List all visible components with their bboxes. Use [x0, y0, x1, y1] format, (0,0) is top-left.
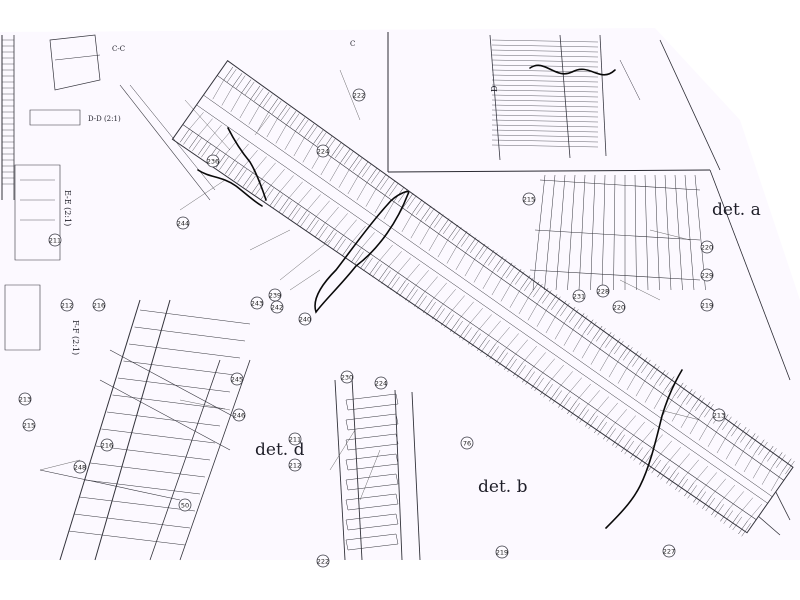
part-number-text: 229	[701, 271, 713, 279]
marker-line-1	[227, 127, 267, 201]
part-number-callout: 242	[270, 300, 284, 314]
part-number-callout: 228	[596, 284, 610, 298]
part-number-callout: 227	[662, 544, 676, 558]
part-number-callout: 220	[700, 240, 714, 254]
part-number-text: 219	[701, 301, 713, 309]
det-b-drawing	[334, 377, 421, 561]
detail-label-d: det. d	[255, 440, 305, 460]
section-label-d: D	[490, 85, 499, 92]
part-number-callout: 212	[60, 298, 74, 312]
part-number-callout: 212	[288, 458, 302, 472]
part-number-text: 224	[375, 379, 387, 387]
section-label-ff: F-F (2:1)	[71, 320, 80, 356]
marker-strokes	[197, 64, 683, 529]
part-number-text: 222	[317, 557, 329, 565]
part-number-text: 211	[49, 236, 61, 244]
part-number-text: 211	[289, 435, 301, 443]
part-number-callout: 236	[206, 154, 220, 168]
part-number-callout: 222	[352, 88, 366, 102]
keel-drawing	[171, 60, 795, 537]
section-label-c: C	[350, 40, 356, 48]
part-number-text: 228	[597, 287, 609, 295]
part-number-callout: 216	[92, 298, 106, 312]
part-number-callout: 244	[176, 216, 190, 230]
part-number-callout: 240	[298, 312, 312, 326]
section-label-dd: D-D (2:1)	[88, 115, 121, 123]
part-number-callout: 230	[340, 370, 354, 384]
section-label-ee: E-E (2:1)	[63, 190, 72, 227]
part-number-callout: 211	[48, 233, 62, 247]
part-number-text: 76	[463, 439, 471, 447]
part-number-text: 231	[573, 292, 585, 300]
part-number-text: 242	[271, 303, 283, 311]
leader-lines	[39, 69, 701, 501]
part-number-text: 50	[181, 501, 189, 509]
part-number-callout: 211	[288, 432, 302, 446]
section-label-cc: C-C	[112, 45, 126, 53]
part-number-text: 245	[231, 375, 243, 383]
part-number-callout: 220	[612, 300, 626, 314]
part-number-text: 236	[207, 157, 219, 165]
part-number-callout: 229	[700, 268, 714, 282]
part-number-text: 243	[251, 299, 263, 307]
part-number-text: 219	[496, 548, 508, 556]
part-number-callout: 76	[460, 436, 474, 450]
part-number-callout: 213	[18, 392, 32, 406]
detail-label-a: det. a	[712, 200, 761, 220]
marker-line-2	[197, 169, 263, 207]
part-number-text: 240	[299, 315, 311, 323]
part-number-callout: 246	[232, 408, 246, 422]
part-number-text: 246	[233, 411, 245, 419]
part-number-text: 220	[613, 303, 625, 311]
detail-label-b: det. b	[478, 477, 528, 497]
part-number-callout: 213	[712, 408, 726, 422]
part-number-text: 230	[341, 373, 353, 381]
part-number-callout: 224	[374, 376, 388, 390]
part-number-callout: 231	[572, 289, 586, 303]
part-number-text: 213	[713, 411, 725, 419]
marker-wave	[529, 64, 616, 76]
part-number-text: 212	[61, 301, 73, 309]
part-number-callout: 243	[250, 296, 264, 310]
part-number-text: 227	[663, 547, 675, 555]
top-frame-detail	[489, 34, 641, 161]
marker-loop	[314, 190, 410, 314]
part-number-callout: 216	[100, 438, 114, 452]
top-frame-panel	[387, 32, 791, 381]
part-number-text: 213	[19, 395, 31, 403]
part-number-callout: 215	[522, 192, 536, 206]
part-number-callout: 248	[73, 460, 87, 474]
part-number-text: 220	[701, 243, 713, 251]
part-number-callout: 219	[700, 298, 714, 312]
part-number-callout: 222	[316, 554, 330, 568]
left-rib-drawing	[39, 299, 251, 561]
part-number-text: 212	[289, 461, 301, 469]
part-number-callout: 219	[495, 545, 509, 559]
part-number-text: 215	[23, 421, 35, 429]
part-number-text: 244	[177, 219, 189, 227]
part-number-text: 216	[101, 441, 113, 449]
part-number-text: 216	[93, 301, 105, 309]
marker-line-3	[605, 369, 683, 529]
part-number-text: 248	[74, 463, 86, 471]
part-number-text: 224	[317, 147, 329, 155]
part-number-text: 239	[269, 291, 281, 299]
part-number-callout: 215	[22, 418, 36, 432]
paper-sheet	[0, 28, 800, 560]
part-number-callout: 245	[230, 372, 244, 386]
part-number-callout: 224	[316, 144, 330, 158]
part-number-text: 222	[353, 91, 365, 99]
part-number-text: 215	[523, 195, 535, 203]
det-a-drawing	[529, 174, 706, 291]
part-number-callout: 50	[178, 498, 192, 512]
